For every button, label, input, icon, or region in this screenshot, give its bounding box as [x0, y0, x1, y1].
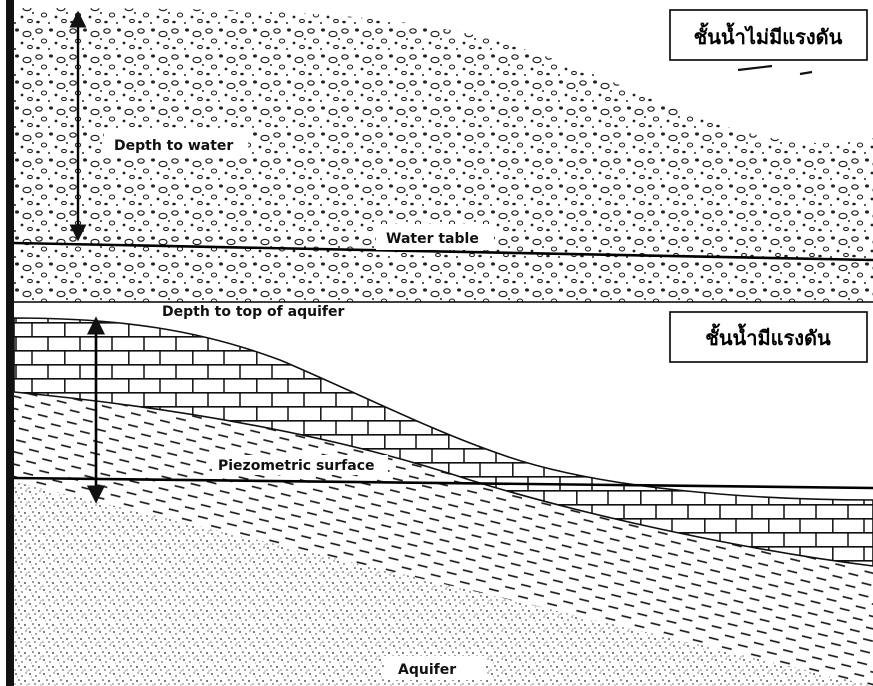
left-edge-bar — [6, 0, 14, 686]
depth-to-water-label: Depth to water — [114, 138, 233, 154]
piezometric-surface-label: Piezometric surface — [218, 458, 375, 474]
unconfined-title: ชั้นน้ำไม่มีแรงดัน — [694, 22, 843, 49]
confined-title: ชั้นน้ำมีแรงดัน — [705, 323, 831, 350]
aquifer-label: Aquifer — [398, 662, 456, 678]
water-table-label: Water table — [386, 231, 479, 247]
depth-to-top-label: Depth to top of aquifer — [162, 304, 344, 320]
